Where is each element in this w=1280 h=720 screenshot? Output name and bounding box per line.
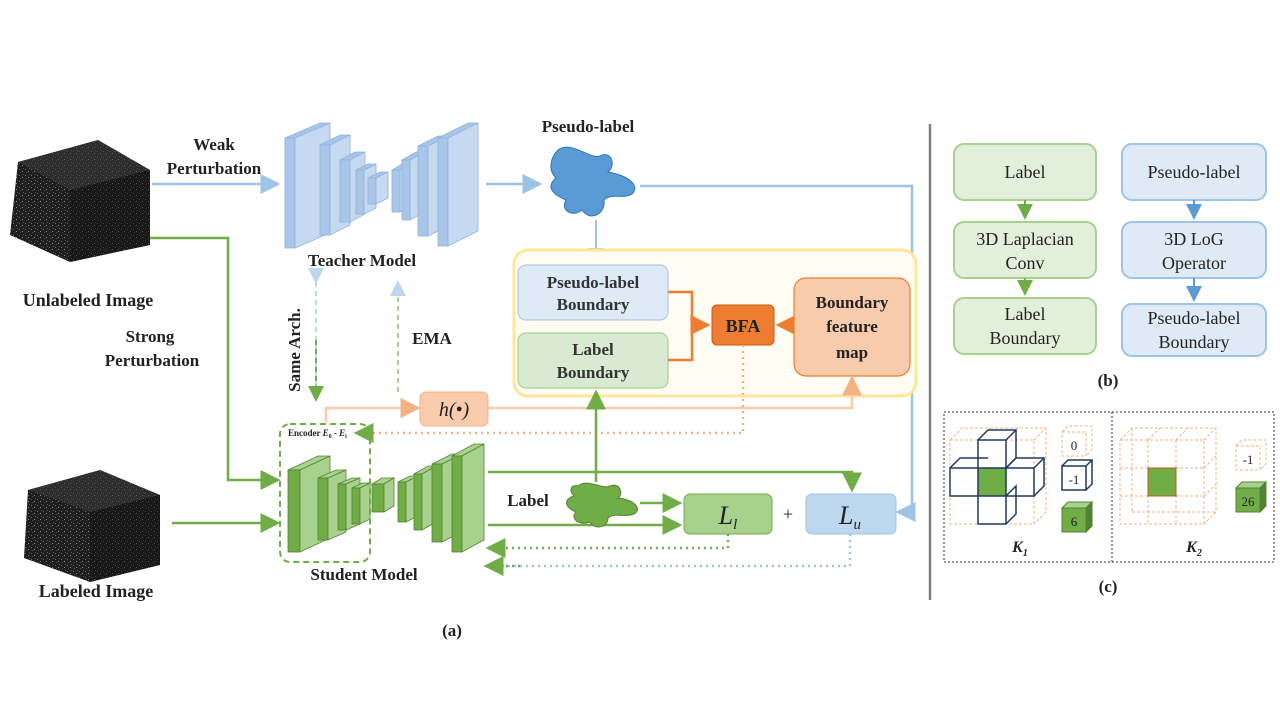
pl-boundary-to-bfa <box>668 290 711 335</box>
h-to-feature-map-arrow <box>488 375 862 410</box>
encoder-to-h-arrow <box>324 398 421 422</box>
b-label-text: Label <box>1005 162 1046 182</box>
k2-value-26: 26 <box>1242 494 1256 509</box>
b-label-boundary-box <box>953 297 1097 355</box>
pseudo-label-title: Pseudo-label <box>542 117 635 136</box>
label-shape <box>566 482 638 528</box>
k1-label: K1 <box>1011 539 1028 559</box>
b-pseudo-label-text: Pseudo-label <box>1148 162 1241 182</box>
caption-a: (a) <box>442 621 462 640</box>
lu-backprop <box>488 534 852 568</box>
k1-value-neg1: -1 <box>1069 472 1080 487</box>
student-model-label: Student Model <box>310 565 417 584</box>
loss-u-text: Lu <box>838 501 861 533</box>
ll-backprop <box>485 534 730 558</box>
caption-c: (c) <box>1099 577 1118 596</box>
student-network <box>287 443 485 553</box>
strong-perturbation-line2: Perturbation <box>105 351 200 370</box>
boundary-feature-map-line2: feature <box>826 317 878 336</box>
label-boundary-to-bfa <box>668 325 694 362</box>
k2-legend-26: 26 <box>1234 480 1268 514</box>
unlabeled-image-volume <box>10 140 150 262</box>
k2-label: K2 <box>1185 539 1202 559</box>
h-function-text: h(•) <box>439 399 470 421</box>
label-title: Label <box>507 491 549 510</box>
loss-l-text: Ll <box>718 501 738 533</box>
bfa-text: BFA <box>726 316 761 336</box>
ema-label: EMA <box>412 329 452 348</box>
same-arch-label: Same Arch. <box>285 308 304 392</box>
weak-perturbation-line1: Weak <box>193 135 235 154</box>
plus-sign: + <box>783 504 793 524</box>
labeled-image-volume <box>24 470 160 582</box>
pseudo-label-shape <box>550 146 636 217</box>
k2-value-neg1: -1 <box>1243 452 1254 467</box>
weak-perturbation-line2: Perturbation <box>167 159 262 178</box>
strong-perturbation-line1: Strong <box>126 327 175 346</box>
k1-value-0: 0 <box>1071 438 1078 453</box>
label-boundary-line1: Label <box>572 340 614 359</box>
label-boundary-line2: Boundary <box>557 363 630 382</box>
pseudo-label-boundary-line1: Pseudo-label <box>547 273 640 292</box>
encoder-region <box>279 423 371 563</box>
bfa-loss-dotted <box>370 345 745 435</box>
caption-b: (b) <box>1098 371 1119 390</box>
k1-neighbor-voxels <box>949 429 1045 525</box>
k1-legend-neg1: -1 <box>1061 459 1093 491</box>
teacher-model-label: Teacher Model <box>308 251 416 270</box>
panel-c: 0 -1 6 K1 -1 <box>943 411 1275 596</box>
k1-center-voxel <box>977 467 1007 497</box>
boundary-feature-map-line1: Boundary <box>816 293 889 312</box>
c-outer-box <box>943 411 1275 563</box>
encoder-caption: Encoder E0 - Ei <box>288 428 347 440</box>
pseudo-label-boundary-line2: Boundary <box>557 295 630 314</box>
k1-legend-0: 0 <box>1061 425 1093 457</box>
b-pl-boundary-box <box>1121 303 1267 357</box>
unlabeled-image-label: Unlabeled Image <box>23 290 154 310</box>
k2-legend-neg1: -1 <box>1235 439 1267 471</box>
k1-legend-6: 6 <box>1060 500 1094 534</box>
boundary-feature-map-line3: map <box>836 343 868 362</box>
k1-value-6: 6 <box>1071 514 1078 529</box>
strong-perturbation-arrow <box>150 236 281 490</box>
k2-center-voxel <box>1147 467 1177 497</box>
student-to-lu-arrow <box>488 470 862 493</box>
labeled-image-label: Labeled Image <box>39 581 154 601</box>
teacher-network <box>284 122 479 249</box>
